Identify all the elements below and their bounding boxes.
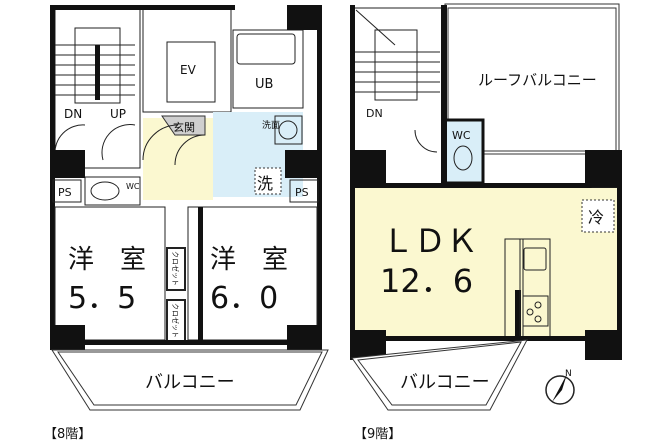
fridge-space (581, 199, 615, 233)
elevator-label: EV (180, 63, 197, 77)
laundry-space (254, 167, 282, 195)
roof-balcony-label: ルーフバルコニー (478, 71, 597, 89)
laundry-label: 洗 (257, 174, 273, 193)
ps-right-label: PS (295, 186, 309, 199)
stove-icon (522, 295, 549, 327)
balcony-9f (351, 339, 528, 411)
balcony-8f (51, 349, 329, 411)
sink-icon (523, 247, 547, 271)
unit-bath (232, 29, 304, 109)
closet-1 (166, 247, 186, 291)
ps-left (52, 179, 82, 203)
floor-9-plan: DN ルーフバルコニー WC ＬＤＫ 12．6 冷 (350, 3, 622, 442)
floor-8-plan: DN UP EV UB 洗面 洗 玄関 WC PS PS 洋 室 (44, 5, 329, 442)
entrance-label: 玄関 (173, 120, 195, 134)
stairs-icon (355, 9, 440, 153)
balcony-9f-label: バルコニー (400, 372, 490, 393)
wc-label: WC (126, 182, 140, 191)
ps-left-label: PS (58, 186, 72, 199)
balcony-8f-label: バルコニー (145, 372, 235, 393)
ldk-size: 12．6 (380, 262, 473, 300)
compass-north-label: N (565, 369, 572, 379)
ps-right (289, 179, 319, 203)
elevator-car (166, 41, 216, 103)
stairs-dn-label: DN (366, 107, 383, 120)
wc-8f (84, 176, 141, 206)
floor-9-label: 【9階】 (354, 427, 401, 442)
fridge-label: 冷 (588, 208, 604, 227)
stairs-up-label: UP (110, 107, 126, 121)
closet-2-label: クロゼット (171, 303, 180, 338)
stairs-icon (54, 27, 136, 161)
ldk (355, 188, 617, 340)
room2-size: 6．0 (210, 281, 278, 316)
floor-8-label: 【8階】 (44, 427, 91, 442)
elevator-shaft (142, 7, 232, 113)
washbasin-label: 洗面 (262, 119, 280, 131)
unit-bath-label: UB (255, 77, 273, 92)
wc-9f-label: WC (452, 129, 471, 142)
room2-name: 洋 室 (210, 245, 288, 275)
room1-size: 5．5 (68, 281, 136, 316)
compass-icon: N (545, 369, 575, 405)
stairs-dn-label: DN (64, 107, 82, 121)
room1-name: 洋 室 (68, 245, 146, 275)
ldk-name: ＬＤＫ (382, 222, 478, 260)
closet-1-label: クロゼット (171, 251, 180, 286)
